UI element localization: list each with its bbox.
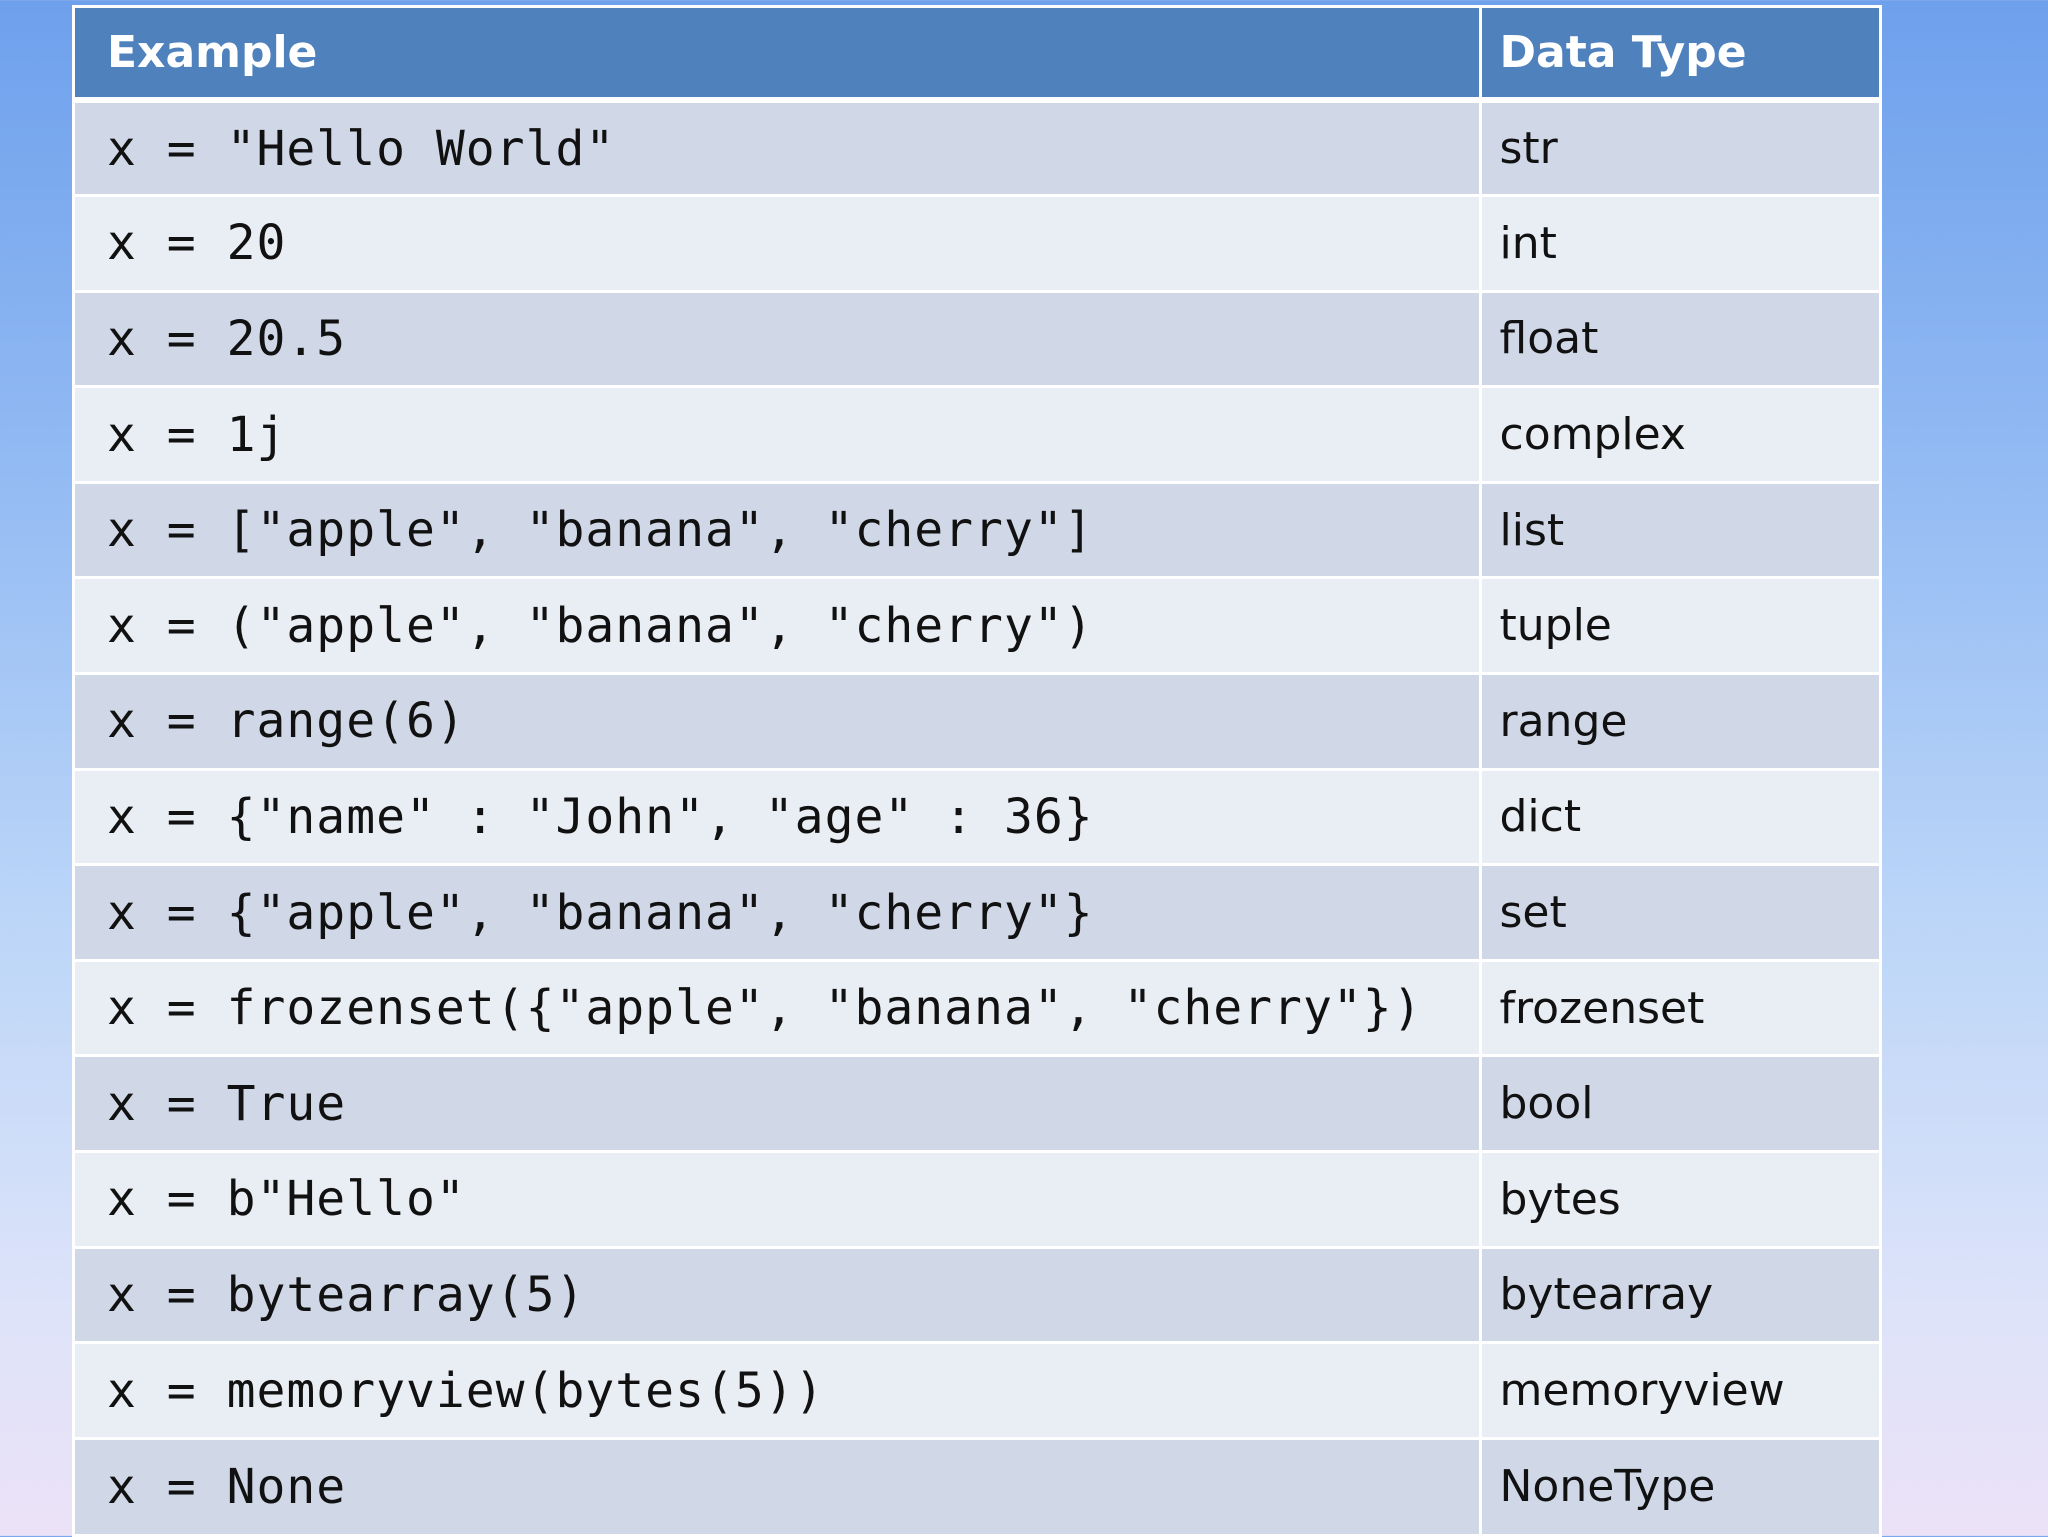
data-types-table-container: Example Data Type x = "Hello World" str … xyxy=(72,5,1882,1537)
example-cell: x = range(6) xyxy=(75,672,1480,770)
type-cell: bool xyxy=(1478,1054,1879,1152)
data-types-table: Example Data Type x = "Hello World" str … xyxy=(75,8,1879,1534)
example-cell: x = 20 xyxy=(75,194,1480,292)
type-cell: list xyxy=(1478,480,1879,578)
table-row: x = frozenset({"apple", "banana", "cherr… xyxy=(75,958,1879,1056)
example-cell: x = memoryview(bytes(5)) xyxy=(75,1341,1480,1439)
type-cell: bytearray xyxy=(1478,1245,1879,1343)
type-cell: NoneType xyxy=(1478,1436,1879,1534)
example-cell: x = b"Hello" xyxy=(75,1150,1480,1248)
header-example: Example xyxy=(75,8,1480,103)
example-cell: x = ("apple", "banana", "cherry") xyxy=(75,576,1480,674)
example-cell: x = 1j xyxy=(75,385,1480,483)
example-cell: x = frozenset({"apple", "banana", "cherr… xyxy=(75,958,1480,1056)
table-row: x = 20.5 float xyxy=(75,289,1879,387)
table-row: x = ["apple", "banana", "cherry"] list xyxy=(75,480,1879,578)
example-cell: x = "Hello World" xyxy=(75,98,1480,196)
table-row: x = "Hello World" str xyxy=(75,98,1879,196)
table-row: x = b"Hello" bytes xyxy=(75,1150,1879,1248)
table-header-row: Example Data Type xyxy=(75,8,1879,103)
type-cell: complex xyxy=(1478,385,1879,483)
table-row: x = {"name" : "John", "age" : 36} dict xyxy=(75,767,1879,865)
header-data-type: Data Type xyxy=(1478,8,1879,103)
type-cell: dict xyxy=(1478,767,1879,865)
example-cell: x = bytearray(5) xyxy=(75,1245,1480,1343)
type-cell: frozenset xyxy=(1478,958,1879,1056)
table-row: x = 1j complex xyxy=(75,385,1879,483)
example-cell: x = ["apple", "banana", "cherry"] xyxy=(75,480,1480,578)
type-cell: tuple xyxy=(1478,576,1879,674)
type-cell: bytes xyxy=(1478,1150,1879,1248)
example-cell: x = True xyxy=(75,1054,1480,1152)
table-row: x = memoryview(bytes(5)) memoryview xyxy=(75,1341,1879,1439)
table-row: x = 20 int xyxy=(75,194,1879,292)
example-cell: x = 20.5 xyxy=(75,289,1480,387)
example-cell: x = None xyxy=(75,1436,1480,1534)
type-cell: set xyxy=(1478,863,1879,961)
table-row: x = range(6) range xyxy=(75,672,1879,770)
table-row: x = True bool xyxy=(75,1054,1879,1152)
type-cell: memoryview xyxy=(1478,1341,1879,1439)
table-row: x = {"apple", "banana", "cherry"} set xyxy=(75,863,1879,961)
example-cell: x = {"name" : "John", "age" : 36} xyxy=(75,767,1480,865)
table-row: x = None NoneType xyxy=(75,1436,1879,1534)
type-cell: int xyxy=(1478,194,1879,292)
example-cell: x = {"apple", "banana", "cherry"} xyxy=(75,863,1480,961)
type-cell: range xyxy=(1478,672,1879,770)
table-row: x = bytearray(5) bytearray xyxy=(75,1245,1879,1343)
type-cell: str xyxy=(1478,98,1879,196)
table-row: x = ("apple", "banana", "cherry") tuple xyxy=(75,576,1879,674)
type-cell: float xyxy=(1478,289,1879,387)
